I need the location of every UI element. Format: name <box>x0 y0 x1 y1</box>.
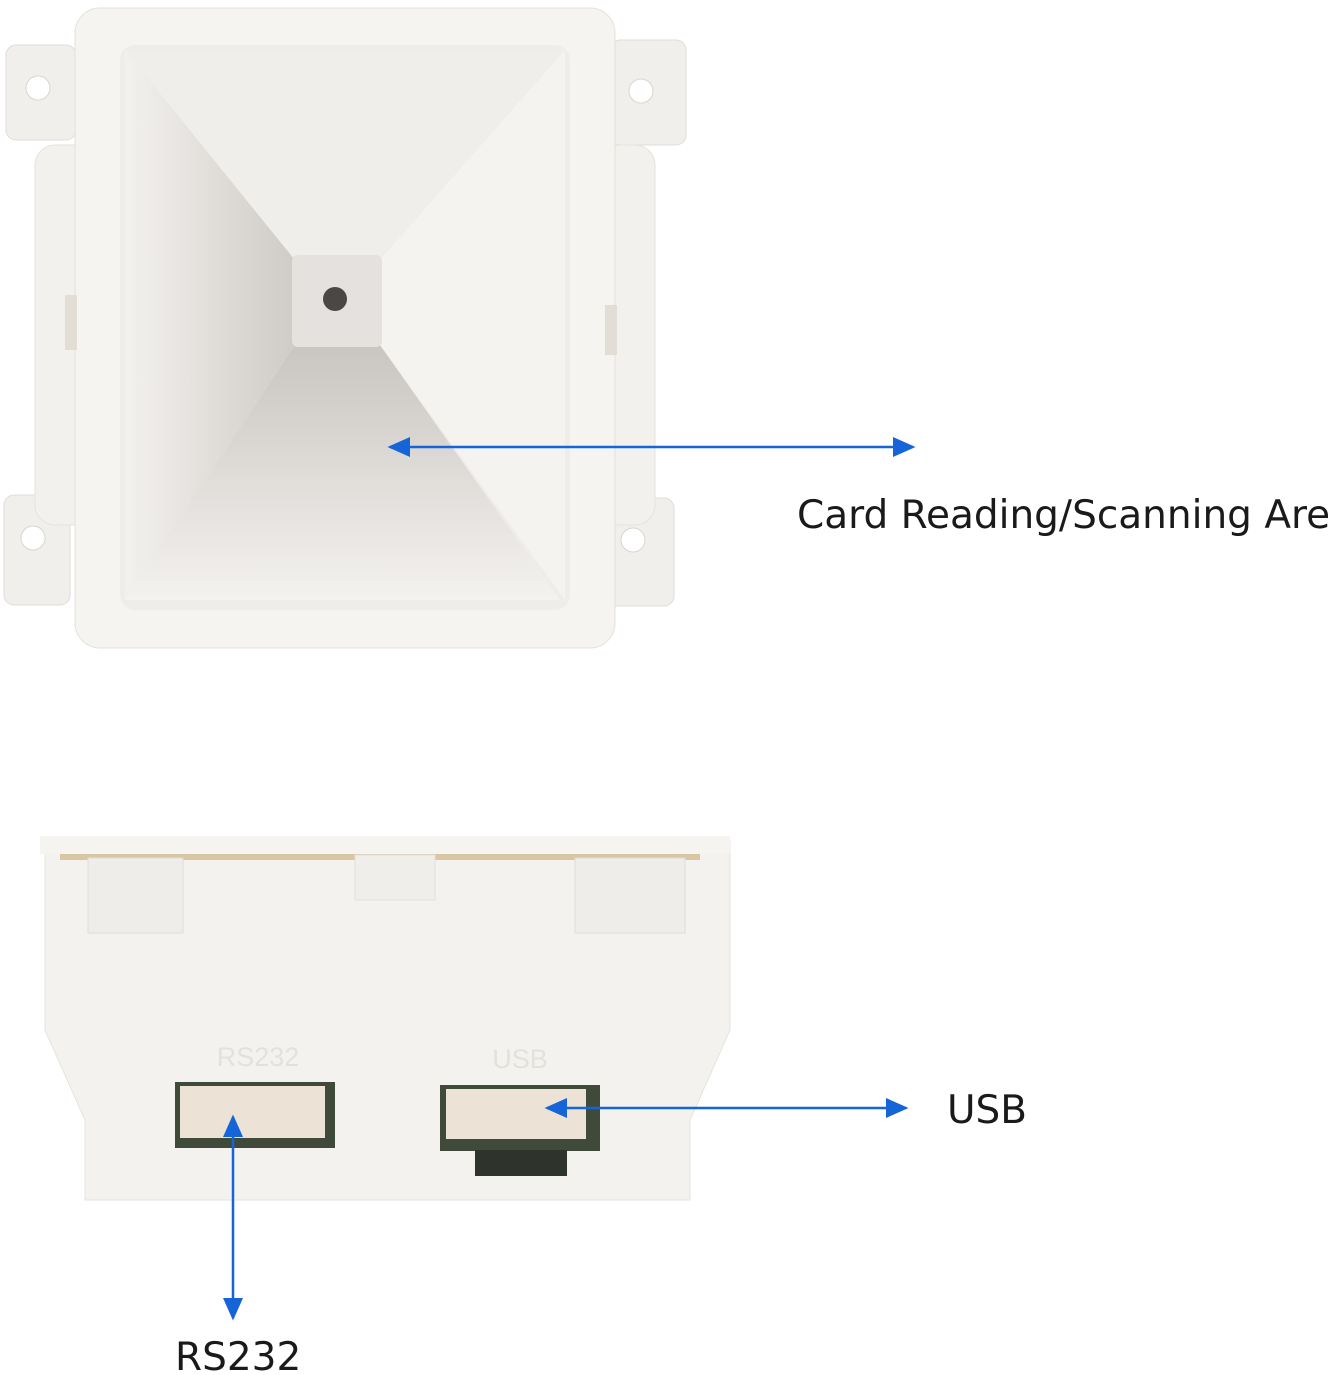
reader-side-view: RS232 USB <box>40 836 731 1201</box>
sensor-lens-icon <box>323 287 347 311</box>
usb-marking: USB <box>492 1044 548 1074</box>
rs232-label: RS232 <box>175 1335 302 1375</box>
scan-area-label: Card Reading/Scanning Area <box>797 493 1328 538</box>
reader-top-view <box>3 7 687 649</box>
rs232-marking: RS232 <box>217 1042 300 1072</box>
usb-label: USB <box>947 1088 1028 1133</box>
usb-port-icon <box>440 1085 600 1176</box>
rs232-port-icon <box>175 1082 335 1148</box>
